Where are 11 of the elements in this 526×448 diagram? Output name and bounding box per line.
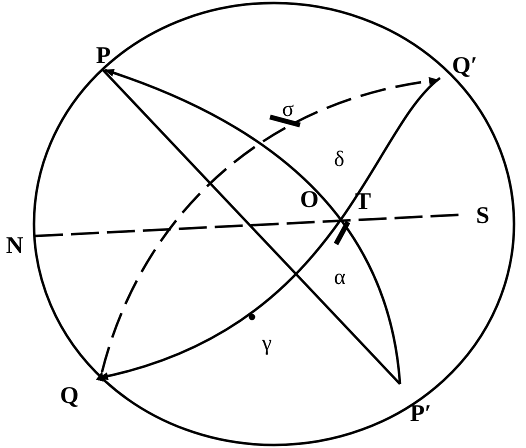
angle-label: σ: [282, 98, 294, 120]
point-label: Q: [60, 384, 79, 408]
point-label: Q′: [452, 54, 478, 78]
angle-label: α: [334, 266, 346, 288]
angle-label: γ: [262, 332, 272, 354]
point-label: P: [96, 44, 111, 68]
angle-label: δ: [334, 148, 344, 170]
point-label: S: [476, 204, 490, 228]
point-label: N: [6, 234, 24, 258]
point-label: O: [300, 188, 319, 212]
point-label: P′: [410, 402, 432, 426]
